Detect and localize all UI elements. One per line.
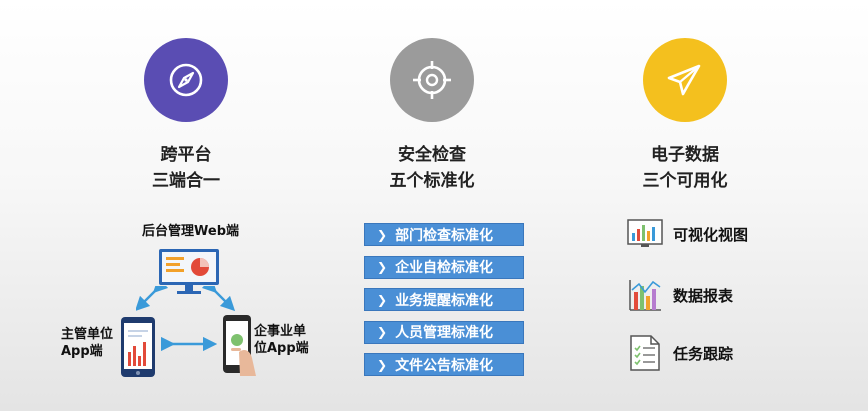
list-item-label: 业务提醒标准化 [395,292,494,309]
electronic-data-column: 电子数据 三个可用化 可视化视图 [558,0,868,411]
title-line-2: 三端合一 [152,171,220,191]
title-line-2: 三个可用化 [642,171,728,191]
list-item: ❯ 业务提醒标准化 [364,288,524,311]
chevron-right-icon: ❯ [377,292,388,307]
title-line-1: 安全检查 [398,145,466,165]
cross-platform-column: 跨平台 三端合一 后台管理Web端 [0,0,310,411]
list-item-label: 文件公告标准化 [395,357,494,374]
list-item: 可视化视图 [625,214,748,254]
electronic-data-badge [643,38,727,122]
list-item-label: 任务跟踪 [673,344,734,363]
list-item-label: 企业自检标准化 [395,260,494,276]
list-item: ❯ 企业自检标准化 [364,255,524,279]
enterprise-app-label: 企事业单 位App端 [254,323,309,357]
compass-icon [169,63,203,97]
chevron-right-icon: ❯ [377,357,388,372]
monitor-icon [159,249,219,294]
checklist-icon [625,333,665,373]
list-item: 任务跟踪 [625,333,733,373]
connection-arrows [136,286,236,352]
web-backend-label: 后台管理Web端 [142,224,239,239]
supervisor-app-label: 主管单位 App端 [61,326,113,360]
label-line-1: 主管单位 [61,327,114,342]
safety-inspection-column: 安全检查 五个标准化 ❯ 部门检查标准化 ❯ 企业自检标准化 ❯ 业务提醒标准化 ❯ 人… [310,0,558,411]
list-item: 数据报表 [625,275,733,315]
chevron-right-icon: ❯ [377,325,388,339]
chevron-right-icon: ❯ [377,227,388,242]
paper-plane-icon [667,64,701,96]
list-item: ❯ 文件公告标准化 [364,353,524,376]
target-icon [413,61,451,99]
safety-inspection-badge [390,38,474,122]
bar-report-icon [625,275,665,315]
electronic-data-title: 电子数据 三个可用化 [585,142,785,194]
label-line-2: 位App端 [254,341,309,356]
list-item-label: 部门检查标准化 [395,227,494,244]
title-line-1: 跨平台 [160,145,212,165]
title-line-2: 五个标准化 [389,171,475,191]
list-item: ❯ 部门检查标准化 [364,223,524,246]
title-line-1: 电子数据 [651,145,719,165]
cross-platform-badge [144,38,228,122]
chevron-right-icon: ❯ [377,260,388,274]
phone-chart-icon [121,317,155,377]
list-item-label: 人员管理标准化 [395,325,494,341]
safety-inspection-title: 安全检查 五个标准化 [332,142,532,194]
phone-hand-icon [223,315,256,376]
standardization-list: ❯ 部门检查标准化 ❯ 企业自检标准化 ❯ 业务提醒标准化 ❯ 人员管理标准化 ❯ 文件公… [364,223,524,386]
cross-platform-title: 跨平台 三端合一 [86,142,286,194]
list-item-label: 数据报表 [673,286,734,305]
label-line-1: 企事业单 [254,324,307,339]
list-item: ❯ 人员管理标准化 [364,320,524,344]
list-item-label: 可视化视图 [673,225,749,244]
label-line-2: App端 [61,344,103,359]
visual-chart-icon [625,214,665,254]
